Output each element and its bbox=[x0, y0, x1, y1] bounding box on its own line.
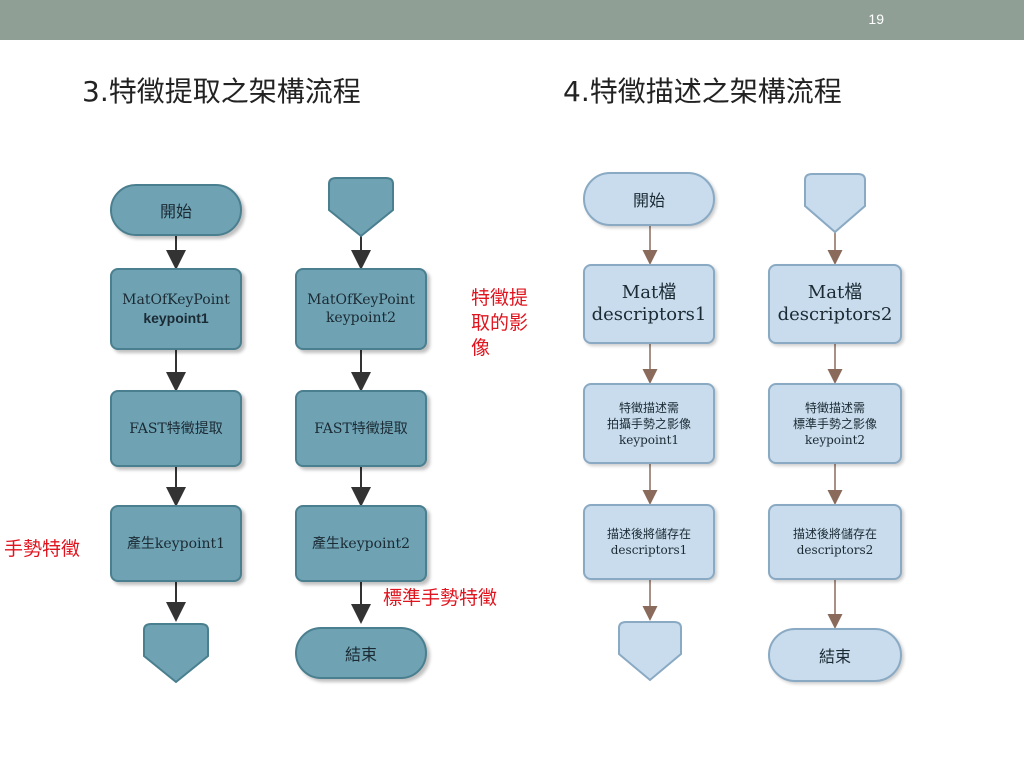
matofkeypoint2-line2: keypoint2 bbox=[325, 310, 397, 326]
annotation-extracted-image: 特徵提 取的影 像 bbox=[471, 287, 529, 359]
store-descriptors2-node: 描述後將儲存在 descriptors2 bbox=[768, 504, 902, 580]
end-node-right: 結束 bbox=[768, 628, 902, 682]
offpage-connector-right-bottom bbox=[618, 621, 682, 682]
slide-header-bar: 19 bbox=[0, 0, 1024, 40]
offpage-connector-left-bottom bbox=[143, 623, 209, 684]
mat-descriptors1-node: Mat檔 descriptors1 bbox=[583, 264, 715, 344]
describe-keypoint1-node: 特徵描述需 拍攝手勢之影像 keypoint1 bbox=[583, 383, 715, 464]
offpage-connector-left-top bbox=[328, 177, 394, 238]
start-node-right: 開始 bbox=[583, 172, 715, 226]
annotation-gesture-feature: 手勢特徵 bbox=[4, 538, 81, 560]
produce-keypoint1-node: 產生keypoint1 bbox=[110, 505, 242, 582]
offpage-connector-right-top bbox=[804, 173, 866, 234]
produce-keypoint2-node: 產生keypoint2 bbox=[295, 505, 427, 582]
right-title: 4.特徵描述之架構流程 bbox=[563, 75, 842, 108]
matofkeypoint1-line1: MatOfKeyPoint bbox=[122, 292, 230, 308]
matofkeypoint2-line1: MatOfKeyPoint bbox=[307, 292, 415, 308]
end-node: 結束 bbox=[295, 627, 427, 679]
annotation-standard-gesture-feature: 標準手勢特徵 bbox=[383, 587, 498, 609]
page-number: 19 bbox=[868, 11, 884, 27]
describe-keypoint2-node: 特徵描述需 標準手勢之影像 keypoint2 bbox=[768, 383, 902, 464]
left-title: 3.特徵提取之架構流程 bbox=[82, 75, 361, 108]
start-node: 開始 bbox=[110, 184, 242, 236]
matofkeypoint1-node: MatOfKeyPoint keypoint1 bbox=[110, 268, 242, 350]
fast-extraction2-node: FAST特徵提取 bbox=[295, 390, 427, 467]
store-descriptors1-node: 描述後將儲存在 descriptors1 bbox=[583, 504, 715, 580]
matofkeypoint1-line2: keypoint1 bbox=[143, 310, 209, 326]
matofkeypoint2-node: MatOfKeyPoint keypoint2 bbox=[295, 268, 427, 350]
fast-extraction1-node: FAST特徵提取 bbox=[110, 390, 242, 467]
mat-descriptors2-node: Mat檔 descriptors2 bbox=[768, 264, 902, 344]
